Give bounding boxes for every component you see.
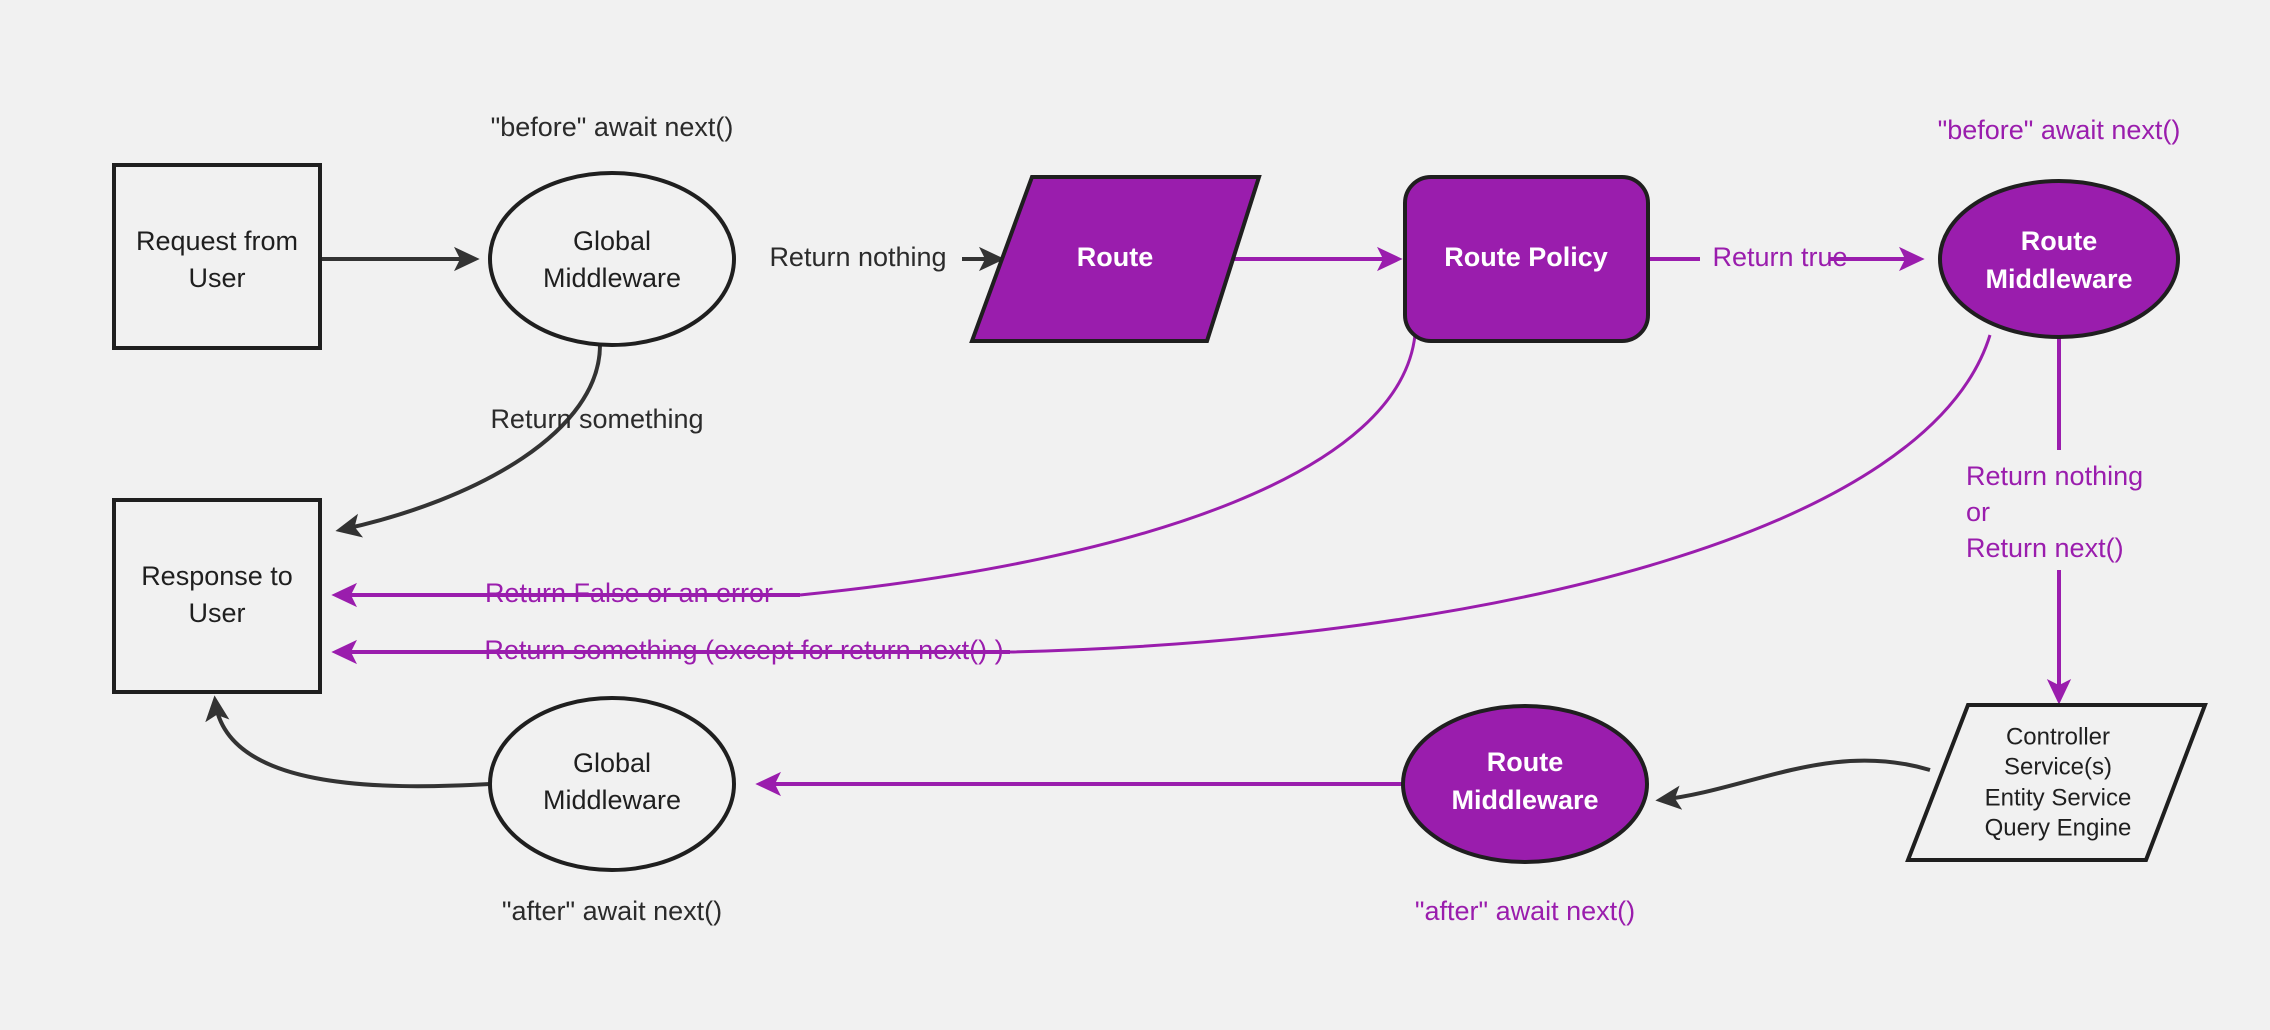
global-middleware-after-shape [488, 696, 736, 872]
edge-label-return-true: Return true [1712, 242, 1847, 272]
global-middleware-before-line1: Global [573, 226, 651, 256]
edge-label-return-nothing-or-next-line2: or [1966, 497, 1990, 527]
edge-label-return-nothing-or-next-line1: Return nothing [1966, 461, 2143, 491]
route-middleware-after-line1: Route [1487, 747, 1564, 777]
node-controller-services[interactable]: Controller Service(s) Entity Service Que… [1905, 703, 2208, 862]
response-label-line2: User [188, 598, 245, 628]
edge-route-middleware-to-response-curve [1009, 334, 1992, 654]
edge-label-return-nothing: Return nothing [769, 242, 946, 272]
route-middleware-before-line2: Middleware [1985, 264, 2132, 294]
annotation-route-before: "before" await next() [1938, 115, 2181, 145]
route-middleware-after-shape [1401, 704, 1649, 864]
route-label: Route [1077, 242, 1154, 272]
global-middleware-after-line2: Middleware [543, 785, 681, 815]
global-middleware-before-line2: Middleware [543, 263, 681, 293]
global-middleware-before-shape [488, 171, 736, 347]
response-box-shape [112, 498, 322, 694]
edge-policy-to-response-curve [799, 334, 1417, 597]
request-box-shape [112, 163, 322, 350]
edge-label-return-nothing-or-next-line3: Return next() [1966, 533, 2124, 563]
edge-global-middleware-after-to-response [205, 695, 491, 789]
node-response-to-user[interactable]: Response to User [112, 498, 322, 694]
node-route[interactable]: Route [969, 175, 1262, 343]
route-middleware-after-line2: Middleware [1451, 785, 1598, 815]
node-global-middleware-after[interactable]: Global Middleware [488, 696, 736, 872]
edge-label-return-something: Return something [490, 404, 703, 434]
route-middleware-before-shape [1938, 179, 2180, 339]
request-label-line1: Request from [136, 226, 298, 256]
annotation-global-after: "after" await next() [502, 896, 722, 926]
response-label-line1: Response to [141, 561, 293, 591]
route-middleware-before-line1: Route [2021, 226, 2098, 256]
route-shape [969, 175, 1262, 343]
edge-label-return-false-or-error: Return False or an error [485, 578, 773, 608]
edge-label-return-something-except: Return something (except for return next… [484, 635, 1003, 665]
controller-label-line4: Query Engine [1985, 814, 2132, 841]
global-middleware-after-line1: Global [573, 748, 651, 778]
route-policy-shape [1403, 175, 1650, 343]
annotation-route-after: "after" await next() [1415, 896, 1635, 926]
request-label-line2: User [188, 263, 245, 293]
controller-label-line3: Entity Service [1985, 784, 2132, 811]
edge-global-middleware-to-response-curve [335, 344, 602, 538]
annotation-global-before: "before" await next() [491, 112, 734, 142]
controller-label-line2: Service(s) [2004, 753, 2112, 780]
node-route-middleware-before[interactable]: Route Middleware [1938, 179, 2180, 339]
node-route-policy[interactable]: Route Policy [1403, 175, 1650, 343]
node-global-middleware-before[interactable]: Global Middleware [488, 171, 736, 347]
controller-shape [1905, 703, 2208, 862]
node-request-from-user[interactable]: Request from User [112, 163, 322, 350]
edge-controller-to-route-middleware-after [1655, 758, 1931, 810]
node-route-middleware-after[interactable]: Route Middleware [1401, 704, 1649, 864]
route-policy-label: Route Policy [1444, 242, 1608, 272]
controller-label-line1: Controller [2006, 723, 2110, 750]
